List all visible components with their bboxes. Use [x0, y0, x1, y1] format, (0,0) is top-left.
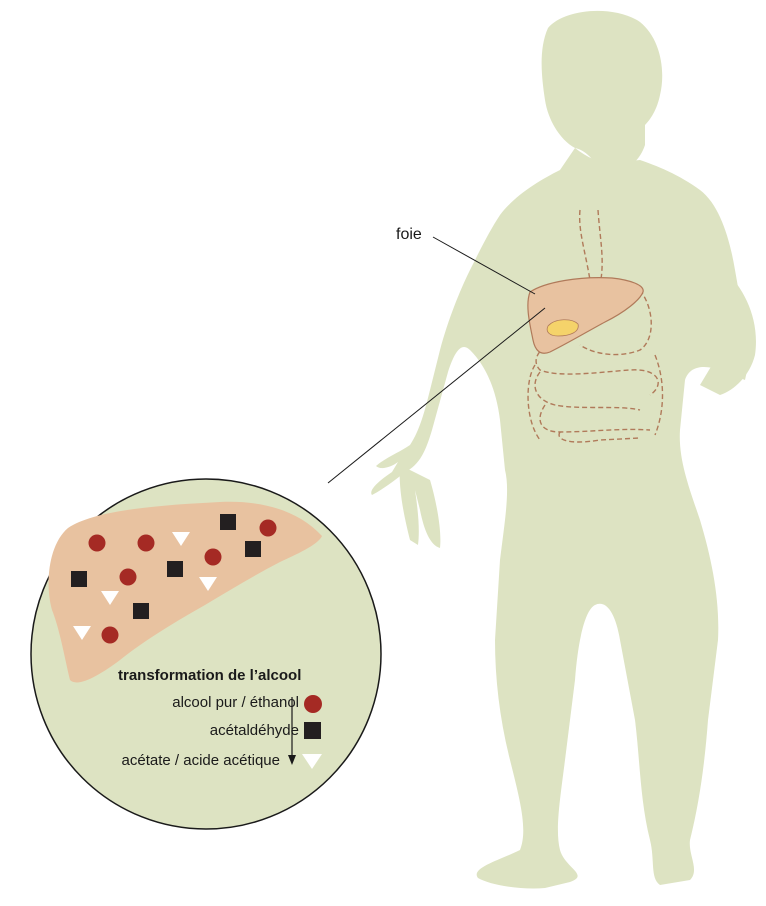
legend-title: transformation de l’alcool [118, 667, 301, 684]
acetaldehyde-marker [133, 603, 149, 619]
legend-item-acetaldehyde: acétaldéhyde [0, 722, 299, 739]
ethanol-marker [120, 569, 137, 586]
body-silhouette [371, 11, 756, 889]
ethanol-marker [89, 535, 106, 552]
legend-acetaldehyde-marker [304, 722, 321, 739]
ethanol-marker [102, 627, 119, 644]
acetaldehyde-marker [167, 561, 183, 577]
acetaldehyde-marker [71, 571, 87, 587]
acetaldehyde-marker [245, 541, 261, 557]
ethanol-marker [260, 520, 277, 537]
foie-label: foie [396, 226, 422, 244]
ethanol-marker [205, 549, 222, 566]
acetaldehyde-marker [220, 514, 236, 530]
ethanol-marker [138, 535, 155, 552]
legend-item-acetate: acétate / acide acétique [0, 752, 280, 769]
legend-ethanol-marker [304, 695, 322, 713]
legend-item-ethanol: alcool pur / éthanol [0, 694, 299, 711]
